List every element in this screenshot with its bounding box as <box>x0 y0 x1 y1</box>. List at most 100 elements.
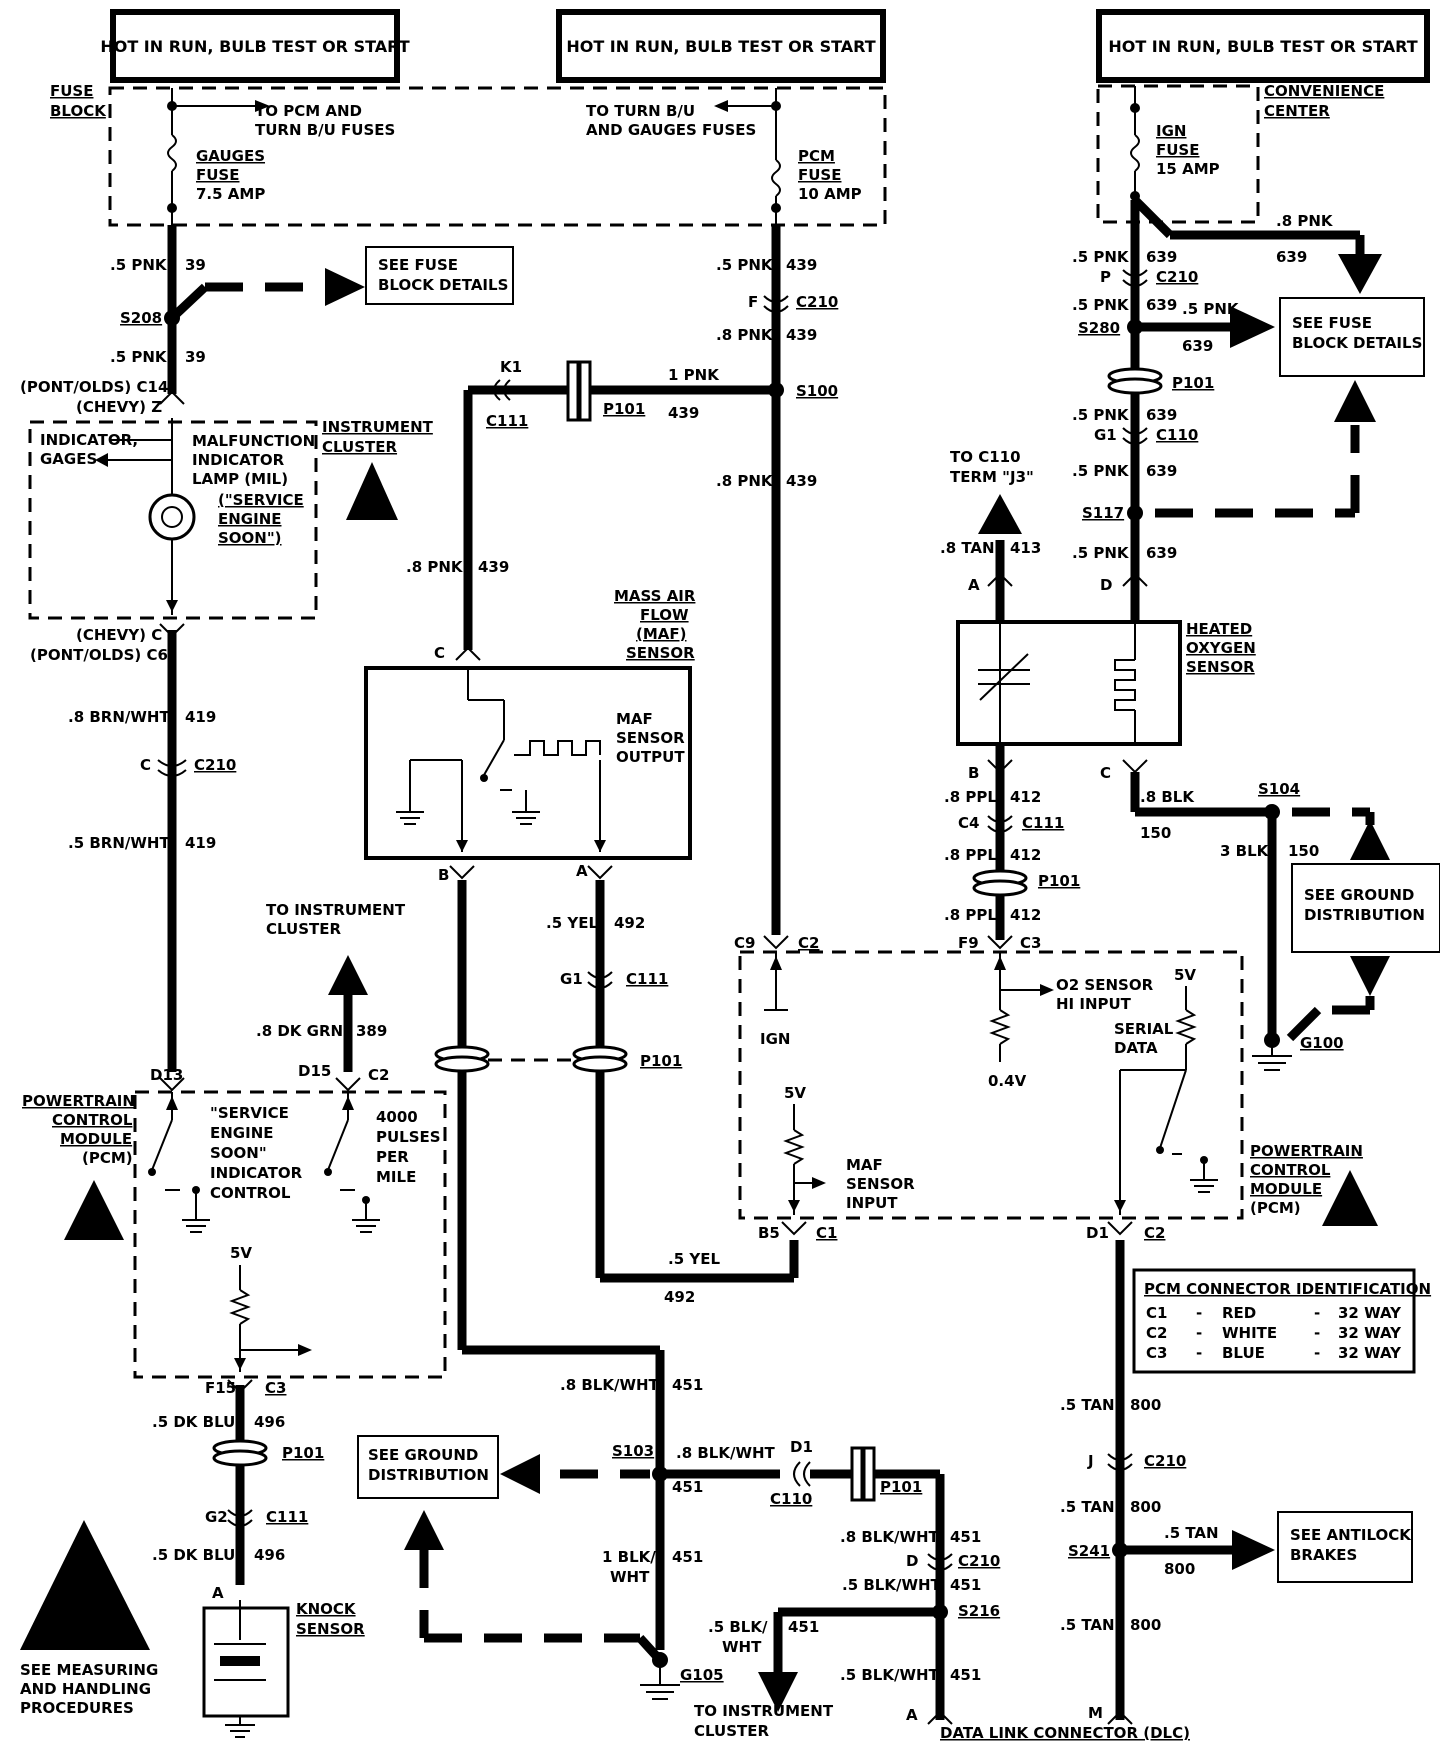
serial-data-switch <box>1114 986 1218 1215</box>
svg-text:DISTRIBUTION: DISTRIBUTION <box>368 1466 489 1484</box>
svg-text:HI INPUT: HI INPUT <box>1056 995 1132 1013</box>
svg-text:.5 PNK: .5 PNK <box>716 256 774 274</box>
svg-text:FLOW: FLOW <box>640 606 689 624</box>
ses-switch <box>148 1092 210 1233</box>
svg-text:C210: C210 <box>194 756 236 774</box>
svg-text:10 AMP: 10 AMP <box>798 185 862 203</box>
svg-text:451: 451 <box>672 1478 703 1496</box>
svg-text:SEE GROUND: SEE GROUND <box>1304 886 1414 904</box>
see-ground-distribution-box-2[interactable]: SEE GROUND DISTRIBUTION <box>1291 863 1440 953</box>
fuse-block-outline <box>108 86 887 227</box>
svg-text:PCM: PCM <box>798 147 835 165</box>
svg-text:.8 PNK: .8 PNK <box>406 558 464 576</box>
svg-text:39: 39 <box>185 348 206 366</box>
svg-text:TO INSTRUMENT: TO INSTRUMENT <box>266 901 406 919</box>
svg-text:RED: RED <box>1222 1304 1256 1322</box>
svg-text:C110: C110 <box>1156 426 1198 444</box>
svg-text:.5 PNK: .5 PNK <box>110 256 168 274</box>
svg-text:D1: D1 <box>1086 1224 1109 1242</box>
svg-text:C1: C1 <box>1146 1304 1167 1322</box>
p101-connector-bottom <box>850 1446 876 1502</box>
svg-text:.8 PPL: .8 PPL <box>944 846 997 864</box>
svg-text:.8 PNK: .8 PNK <box>716 326 774 344</box>
svg-text:C2: C2 <box>1144 1224 1165 1242</box>
svg-text:492: 492 <box>614 914 645 932</box>
svg-text:C: C <box>140 756 151 774</box>
svg-text:ENGINE: ENGINE <box>210 1124 274 1142</box>
svg-text:INDICATOR: INDICATOR <box>192 451 285 469</box>
svg-text:(PCM): (PCM) <box>1250 1199 1301 1217</box>
header-bar-left: HOT IN RUN, BULB TEST OR START <box>100 9 410 83</box>
pcm-label-left: POWERTRAIN <box>22 1092 135 1110</box>
svg-text:MODULE: MODULE <box>60 1130 132 1148</box>
svg-text:32 WAY: 32 WAY <box>1338 1344 1402 1362</box>
svg-text:C1: C1 <box>816 1224 837 1242</box>
svg-text:C4: C4 <box>958 814 979 832</box>
svg-text:150: 150 <box>1288 842 1319 860</box>
p101-connector-right <box>1107 367 1163 395</box>
svg-text:C: C <box>1100 764 1111 782</box>
svg-text:7.5 AMP: 7.5 AMP <box>196 185 265 203</box>
svg-text:800: 800 <box>1130 1396 1161 1414</box>
pcm-connector-id-table: PCM CONNECTOR IDENTIFICATION C1 - RED - … <box>1132 1268 1431 1374</box>
svg-text:5V: 5V <box>784 1084 806 1102</box>
svg-text:639: 639 <box>1276 248 1307 266</box>
svg-text:150: 150 <box>1140 824 1171 842</box>
header-bar-center: HOT IN RUN, BULB TEST OR START <box>556 9 886 83</box>
svg-text:639: 639 <box>1146 296 1177 314</box>
svg-text:G1: G1 <box>560 970 583 988</box>
svg-text:AND HANDLING: AND HANDLING <box>20 1680 151 1698</box>
svg-text:C210: C210 <box>796 293 838 311</box>
p101-connector-center <box>434 1045 628 1073</box>
convenience-center-outline <box>1096 84 1260 224</box>
svg-text:GAUGES: GAUGES <box>196 147 265 165</box>
svg-text:5V: 5V <box>1174 966 1196 984</box>
pcm-left-outline <box>133 1090 447 1379</box>
instrument-cluster-label: INSTRUMENT <box>322 418 434 436</box>
ign-input <box>764 952 788 1011</box>
pulses-switch <box>324 1092 380 1233</box>
see-fuse-block-box-2[interactable]: SEE FUSE BLOCK DETAILS <box>1279 297 1425 377</box>
pcm-center-outline <box>738 950 1244 1220</box>
header-bar-right: HOT IN RUN, BULB TEST OR START <box>1096 9 1430 83</box>
svg-text:639: 639 <box>1182 337 1213 355</box>
svg-text:TO PCM AND: TO PCM AND <box>255 102 362 120</box>
svg-text:P101: P101 <box>1038 872 1080 890</box>
svg-text:.8 PNK: .8 PNK <box>716 472 774 490</box>
see-antilock-brakes-box[interactable]: SEE ANTILOCK BRAKES <box>1277 1511 1413 1583</box>
svg-text:.5 TAN: .5 TAN <box>1060 1396 1115 1414</box>
see-fuse-block-box-1[interactable]: SEE FUSE BLOCK DETAILS <box>365 246 514 305</box>
svg-text:-: - <box>1196 1324 1202 1342</box>
svg-text:D1: D1 <box>790 1438 813 1456</box>
pcm-label-right: POWERTRAIN <box>1250 1142 1363 1160</box>
svg-text:CLUSTER: CLUSTER <box>694 1722 769 1740</box>
svg-text:B: B <box>968 764 979 782</box>
svg-text:C111: C111 <box>626 970 668 988</box>
svg-text:.5 PNK: .5 PNK <box>1072 296 1130 314</box>
svg-text:IGN: IGN <box>760 1030 790 1048</box>
svg-text:F: F <box>748 293 758 311</box>
svg-text:C3: C3 <box>1146 1344 1167 1362</box>
svg-text:"SERVICE: "SERVICE <box>210 1104 289 1122</box>
svg-text:.5 PNK: .5 PNK <box>110 348 168 366</box>
mil-lamp <box>95 418 196 615</box>
svg-text:800: 800 <box>1164 1560 1195 1578</box>
svg-text:C111: C111 <box>1022 814 1064 832</box>
svg-text:.5 PNK: .5 PNK <box>1182 300 1240 318</box>
see-ground-distribution-box-1[interactable]: SEE GROUND DISTRIBUTION <box>357 1435 499 1499</box>
esd-warning-icon <box>1322 1170 1378 1226</box>
svg-text:439: 439 <box>786 326 817 344</box>
svg-text:SEE FUSE: SEE FUSE <box>1292 314 1372 332</box>
svg-text:FUSE: FUSE <box>1156 141 1199 159</box>
svg-text:C2: C2 <box>1146 1324 1167 1342</box>
esd-warning-icon <box>346 462 398 520</box>
svg-text:WHT: WHT <box>610 1568 650 1586</box>
svg-text:GAGES: GAGES <box>40 450 97 468</box>
svg-text:TERM "J3": TERM "J3" <box>950 468 1034 486</box>
svg-text:PROCEDURES: PROCEDURES <box>20 1699 134 1717</box>
svg-text:639: 639 <box>1146 248 1177 266</box>
svg-text:BLOCK: BLOCK <box>50 102 107 120</box>
svg-text:(PONT/OLDS) C14: (PONT/OLDS) C14 <box>20 378 168 396</box>
svg-text:-: - <box>1314 1324 1320 1342</box>
svg-text:C3: C3 <box>265 1379 286 1397</box>
